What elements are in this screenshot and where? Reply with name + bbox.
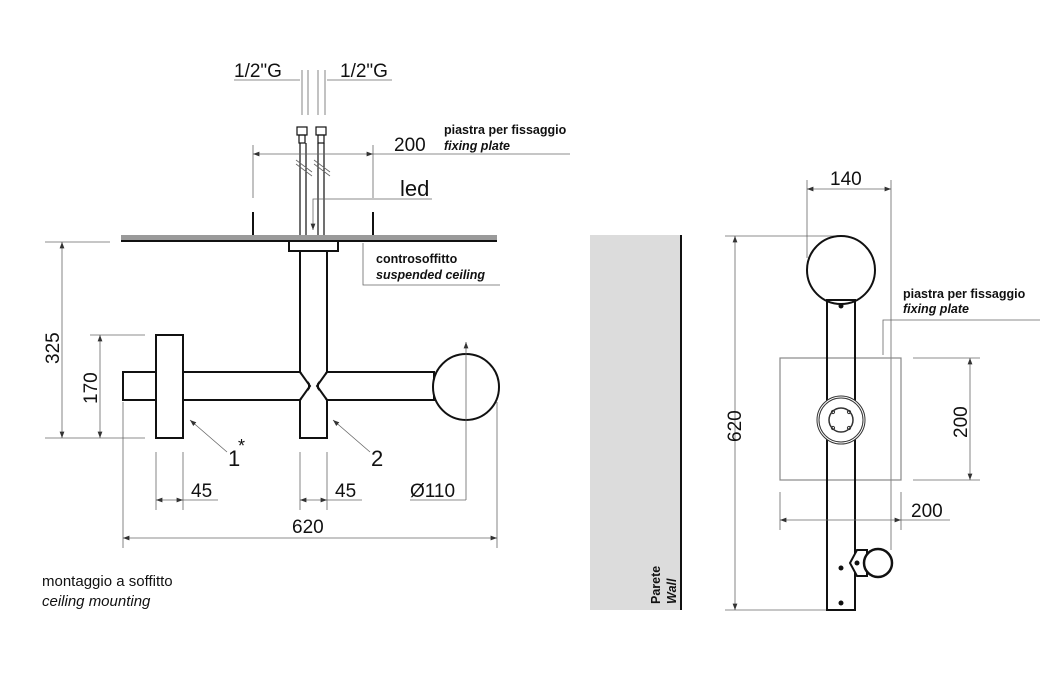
callout-1: 1 [228,446,240,471]
plate-height-dim: 200 [951,406,972,438]
towel-rail-front [806,235,894,611]
sphere-width-dim: 140 [830,169,862,190]
total-height-dim: 620 [725,410,746,442]
ceiling-mounting-view: 1/2"G 1/2"G 200 piastra per fissaggio fi… [42,61,570,610]
caption-en: ceiling mounting [42,593,151,610]
plate-label-en: fixing plate [444,139,510,153]
caption: montaggio a soffitto [42,573,173,590]
wall-label-en: Wall [665,578,679,604]
wall-label: Parete [649,566,663,604]
callout-1-mark: * [238,436,245,456]
height-handle-dim: 170 [81,372,102,404]
tube-width-dim: 45 [335,481,356,502]
suspended-ceiling [121,235,497,240]
plate-width-wall-dim: 200 [911,501,943,522]
fixing-plate-wall [779,357,902,481]
height-total-dim: 325 [43,332,64,364]
callout-2: 2 [371,446,383,471]
total-width-dim: 620 [292,517,324,538]
wall [590,235,681,610]
supply-pipes [234,70,392,236]
disc-width-dim: 45 [191,481,212,502]
ceiling-label: controsoffitto [376,252,458,266]
handle-disc [155,334,184,439]
thread-right-label: 1/2"G [340,61,388,82]
plate-label-wall-en: fixing plate [903,302,969,316]
sphere-diameter-dim: Ø110 [410,481,455,502]
thread-left-label: 1/2"G [234,61,282,82]
led-label: led [400,176,429,201]
plate-label-wall: piastra per fissaggio [903,287,1026,301]
towel-rail-body [122,250,500,439]
plate-label: piastra per fissaggio [444,123,567,137]
wall-mounting-view: Parete Wall 140 620 piastra per fis [590,169,1040,611]
ceiling-label-en: suspended ceiling [376,268,485,282]
plate-width-dim: 200 [394,135,426,156]
